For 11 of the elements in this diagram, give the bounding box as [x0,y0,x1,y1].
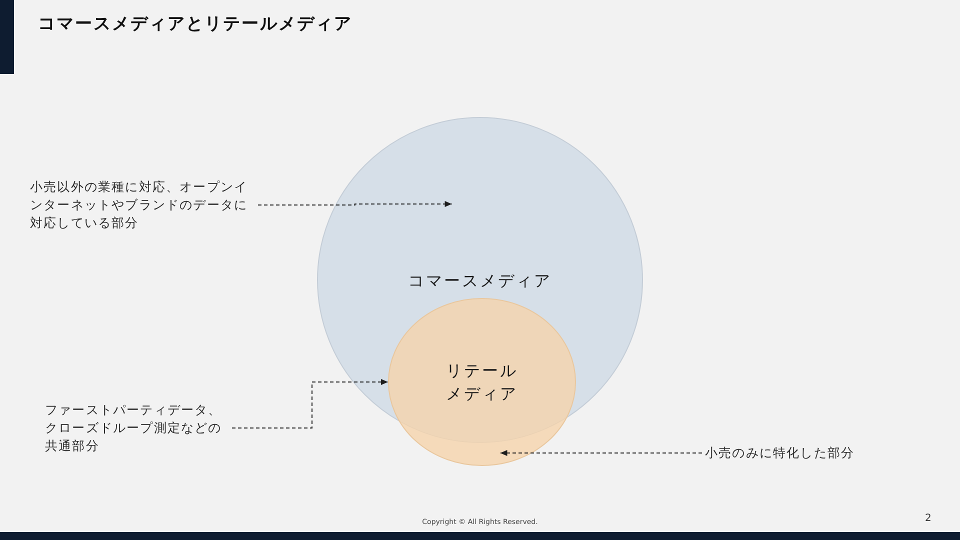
leader-arrow [258,201,452,207]
annotation-text: 小売以外の業種に対応、オープンインターネットやブランドのデータに対応している部分 [30,178,255,232]
annotation-text: ファーストパーティデータ、クローズドループ測定などの共通部分 [45,401,229,455]
venn-circle [388,298,576,466]
slide-title: コマースメディアとリテールメディア [38,13,352,36]
leader-arrow [500,450,702,456]
page-number: 2 [925,513,932,524]
circle-label: リテールメディア [445,360,519,405]
leader-arrow [232,379,388,428]
circle-label: コマースメディア [408,270,552,292]
annotation-text: 小売のみに特化した部分 [705,444,855,462]
